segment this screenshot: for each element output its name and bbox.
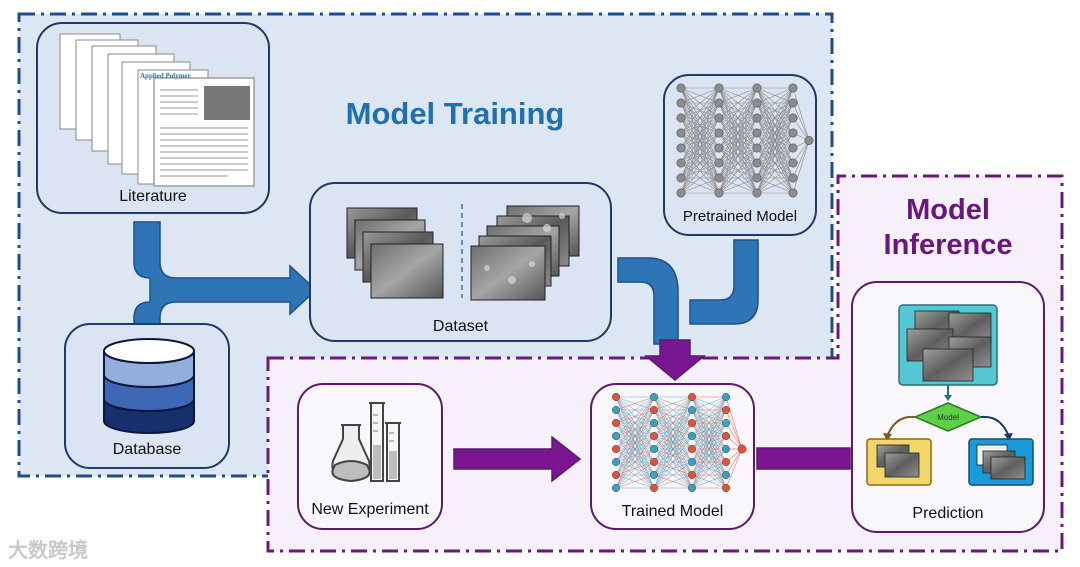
inference-title-line1: Model <box>906 194 990 226</box>
prediction-arrow <box>756 447 851 470</box>
dataset-label: Dataset <box>432 318 489 335</box>
sem-image-stack-icon <box>346 204 580 301</box>
trained-model-label: Trained Model <box>621 503 724 520</box>
literature-card: Applied Polymer Literature <box>36 22 270 214</box>
experiment-arrow <box>453 435 582 483</box>
model-inference-title: Model Inference <box>868 193 1028 263</box>
trained-model-card: Trained Model <box>590 383 755 530</box>
prediction-label: Prediction <box>912 505 984 522</box>
database-cylinder-icon <box>103 338 195 434</box>
literature-label: Literature <box>119 188 187 205</box>
merge-arrow <box>133 221 318 327</box>
model-training-title: Model Training <box>345 96 565 131</box>
decision-label: Model <box>937 413 959 422</box>
paper-stack-icon: Applied Polymer <box>59 33 255 187</box>
new-experiment-label: New Experiment <box>311 501 429 518</box>
lab-glassware-icon <box>331 402 401 483</box>
database-card: Database <box>64 323 230 469</box>
inference-title-line2: Inference <box>883 229 1013 261</box>
prediction-card: Model Prediction <box>851 281 1045 533</box>
paper-header: Applied Polymer <box>140 72 191 80</box>
pretrained-model-label: Pretrained Model <box>682 208 798 225</box>
pretrained-model-card: Pretrained Model <box>663 74 817 236</box>
down-arrow <box>643 339 707 381</box>
new-experiment-card: New Experiment <box>297 383 443 530</box>
database-label: Database <box>112 441 182 458</box>
watermark: 大数跨境 <box>8 540 88 562</box>
neural-network-icon <box>676 83 814 198</box>
dataset-card: Dataset <box>309 182 612 342</box>
prediction-flow-icon: Model <box>866 304 1034 486</box>
trained-network-icon <box>611 392 747 492</box>
dataset-to-trained-arrow <box>617 239 759 345</box>
